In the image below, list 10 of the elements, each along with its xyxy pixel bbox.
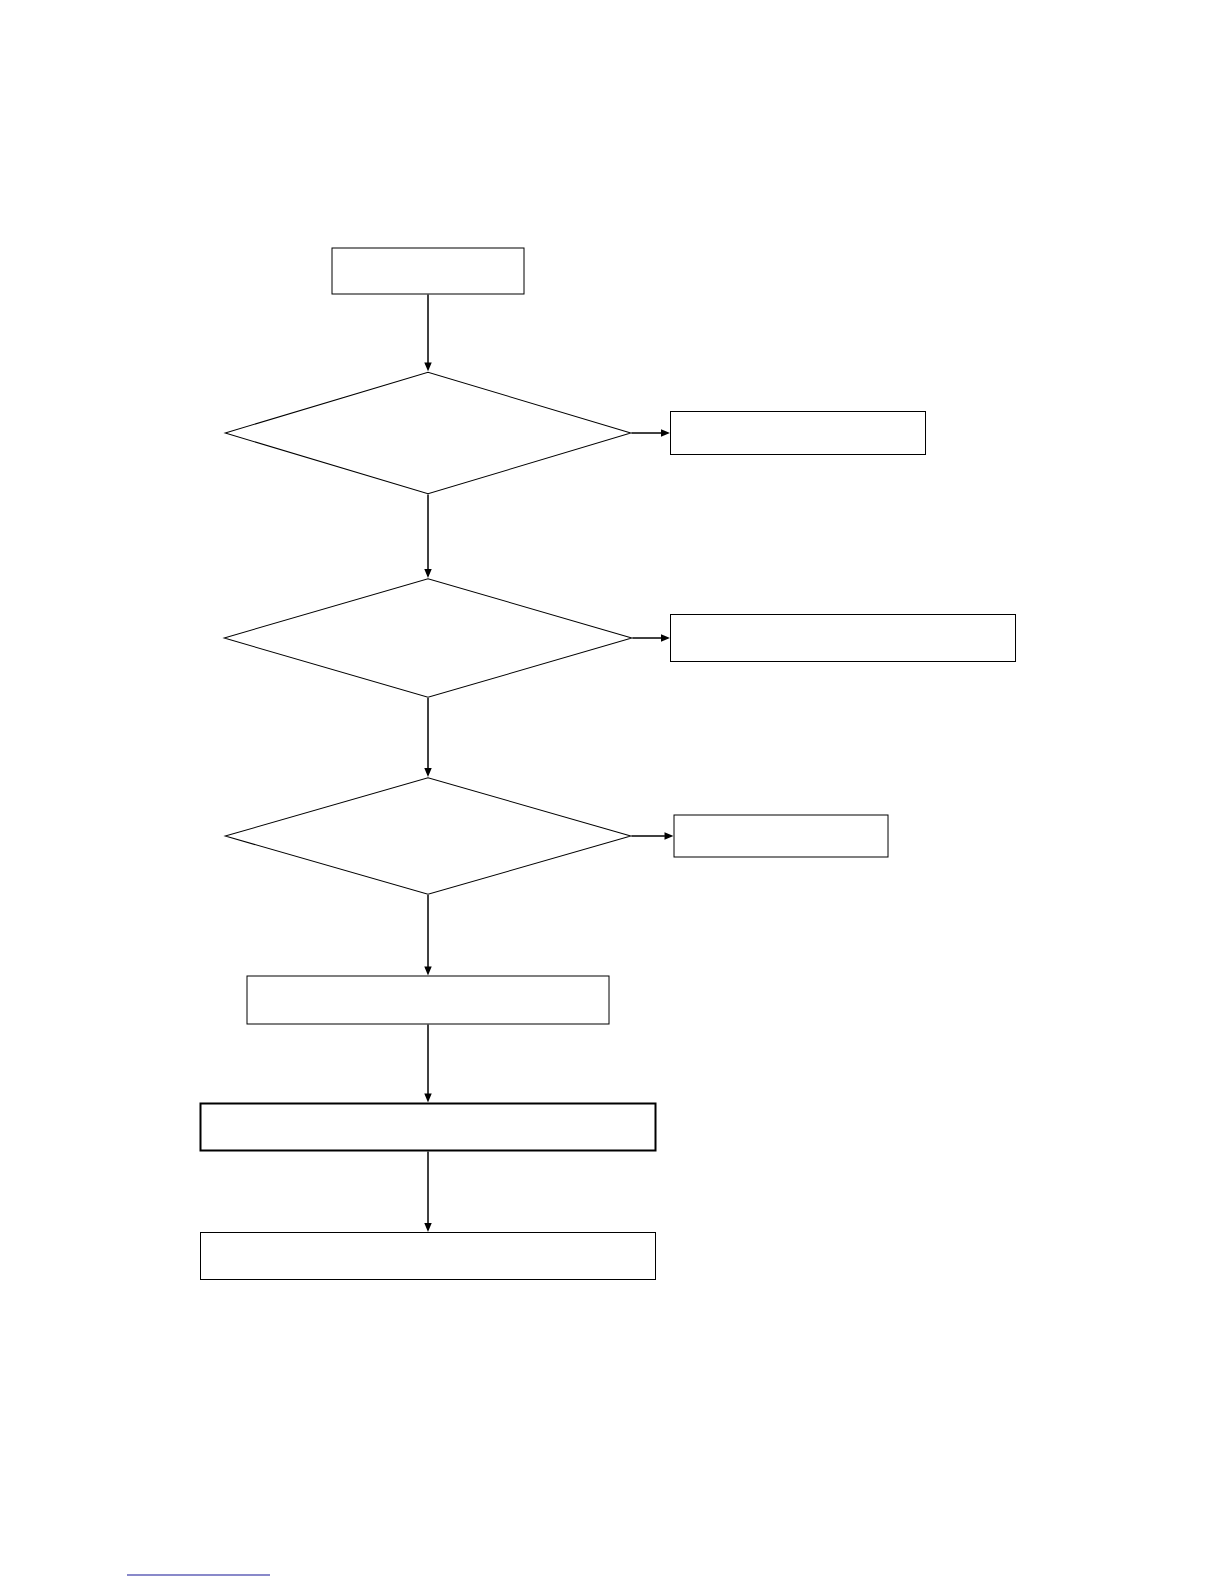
decision-diamond — [224, 777, 632, 895]
process-box — [331, 247, 525, 295]
process-box — [670, 411, 926, 455]
process-box — [199, 1102, 657, 1152]
decision-diamond — [223, 578, 633, 698]
process-box — [673, 814, 889, 858]
process-box — [670, 614, 1016, 662]
decision-diamond — [224, 371, 632, 495]
process-box — [200, 1232, 656, 1280]
process-box — [246, 975, 610, 1025]
